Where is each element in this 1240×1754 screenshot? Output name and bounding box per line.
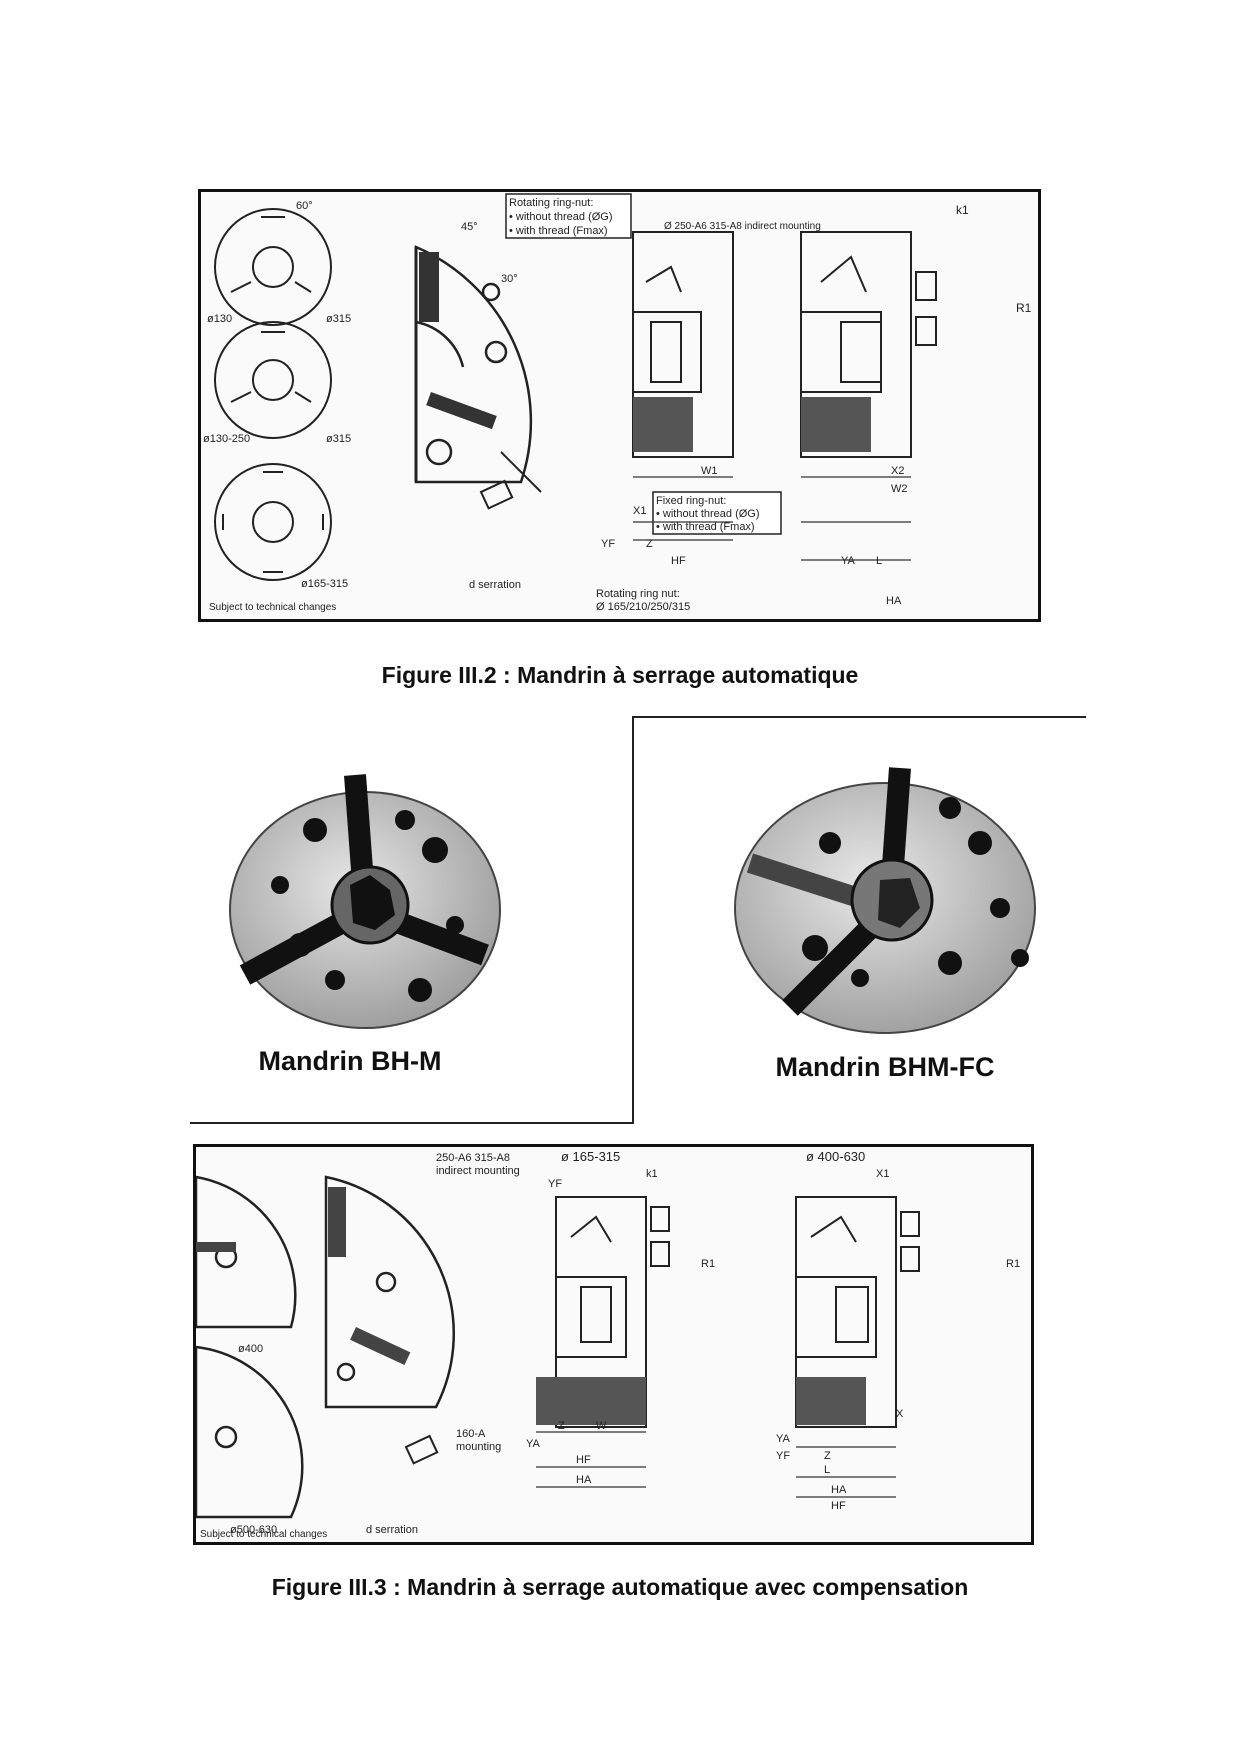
indirect-mounting-note: Ø 250-A6 315-A8 indirect mounting bbox=[664, 221, 821, 232]
dim-d165-315: ø165-315 bbox=[301, 578, 348, 590]
photo-frame-divider bbox=[632, 716, 634, 1124]
dim-d315-a: ø315 bbox=[326, 313, 351, 325]
dim-z: Z bbox=[646, 538, 653, 550]
chuck-bh-m-photo bbox=[205, 745, 515, 1040]
rotating-bottom-sizes: Ø 165/210/250/315 bbox=[596, 601, 690, 613]
fig3-dim-d500-630: ø500-630 bbox=[230, 1524, 277, 1536]
fig3-dim-d400: ø400 bbox=[238, 1343, 263, 1355]
fig3-dim-x: X bbox=[896, 1408, 904, 1420]
fig2-footer-note: Subject to technical changes bbox=[209, 602, 336, 613]
fixed-ring-with: • with thread (Fmax) bbox=[656, 521, 755, 533]
dim-x2: X2 bbox=[891, 465, 904, 477]
angle-60-label: 60° bbox=[296, 200, 313, 212]
fig3-dim-w: W bbox=[596, 1420, 607, 1432]
fig3-mount-word: mounting bbox=[456, 1441, 501, 1453]
figure-3-caption: Figure III.3 : Mandrin à serrage automat… bbox=[271, 1574, 969, 1600]
fig3-footer-note: Subject to technical changes bbox=[200, 1529, 327, 1540]
fig3-dim-ha-b: HA bbox=[831, 1484, 847, 1496]
dim-k1: k1 bbox=[956, 203, 969, 217]
figure-2-svg: Rotating ring-nut: • without thread (ØG)… bbox=[203, 193, 1032, 613]
chuck-bhm-fc-caption: Mandrin BHM-FC bbox=[775, 1052, 995, 1082]
fig3-mount-line2: indirect mounting bbox=[436, 1165, 520, 1177]
figure-3-drawing: 250-A6 315-A8 indirect mounting ø 165-31… bbox=[193, 1144, 1034, 1545]
fig3-dim-ya-b: YA bbox=[776, 1433, 791, 1445]
serration-label: d serration bbox=[469, 579, 521, 591]
fig3-serration-label: d serration bbox=[366, 1524, 418, 1536]
fig3-dim-k1: k1 bbox=[646, 1168, 658, 1180]
fig3-dim-ya-a: YA bbox=[526, 1438, 541, 1450]
fig3-dim-x1: X1 bbox=[876, 1168, 889, 1180]
fig3-dim-hf-b: HF bbox=[831, 1500, 846, 1512]
fig3-dim-z-b: Z bbox=[824, 1450, 831, 1462]
fig3-range-large: ø 400-630 bbox=[806, 1149, 865, 1164]
figure-2-drawing: Rotating ring-nut: • without thread (ØG)… bbox=[198, 189, 1041, 622]
fig3-dim-yf-b: YF bbox=[776, 1450, 790, 1462]
fig3-range-small: ø 165-315 bbox=[561, 1149, 620, 1164]
figure-2-caption: Figure III.2 : Mandrin à serrage automat… bbox=[381, 662, 859, 688]
chuck-bh-m-caption: Mandrin BH-M bbox=[258, 1046, 442, 1076]
fig3-mount-160: 160-A bbox=[456, 1428, 486, 1440]
angle-30-label: 30° bbox=[501, 273, 518, 285]
fig3-dim-r1-b: R1 bbox=[1006, 1258, 1020, 1270]
rotating-bottom-title: Rotating ring nut: bbox=[596, 588, 680, 600]
dim-d315-b: ø315 bbox=[326, 433, 351, 445]
dim-w2: W2 bbox=[891, 483, 908, 495]
dim-d130: ø130 bbox=[207, 313, 232, 325]
photo-frame-top-line bbox=[634, 716, 1086, 718]
fig3-dim-l: L bbox=[824, 1464, 830, 1476]
dim-ya: YA bbox=[841, 555, 856, 567]
dim-l: L bbox=[876, 555, 882, 567]
fig3-dim-yf: YF bbox=[548, 1178, 562, 1190]
dim-x1: X1 bbox=[633, 505, 646, 517]
fixed-ring-title: Fixed ring-nut: bbox=[656, 495, 726, 507]
angle-45-label: 45° bbox=[461, 221, 478, 233]
chuck-bhm-fc-photo bbox=[720, 748, 1050, 1038]
dim-r1: R1 bbox=[1016, 301, 1032, 315]
fig3-dim-ha-a: HA bbox=[576, 1474, 592, 1486]
dim-w1: W1 bbox=[701, 465, 718, 477]
fig3-dim-r1-a: R1 bbox=[701, 1258, 715, 1270]
dim-yf: YF bbox=[601, 538, 615, 550]
dim-d130-250: ø130-250 bbox=[203, 433, 250, 445]
dim-hf: HF bbox=[671, 555, 686, 567]
fig3-mount-line1: 250-A6 315-A8 bbox=[436, 1152, 510, 1164]
figure-3-svg: 250-A6 315-A8 indirect mounting ø 165-31… bbox=[196, 1149, 1020, 1540]
rotating-ring-with: • with thread (Fmax) bbox=[509, 225, 608, 237]
fig3-dim-z: Z bbox=[558, 1420, 565, 1432]
fig3-dim-hf-a: HF bbox=[576, 1454, 591, 1466]
rotating-ring-title: Rotating ring-nut: bbox=[509, 197, 593, 209]
rotating-ring-without: • without thread (ØG) bbox=[509, 211, 613, 223]
fixed-ring-without: • without thread (ØG) bbox=[656, 508, 760, 520]
dim-ha: HA bbox=[886, 595, 902, 607]
photo-frame-bottom-line bbox=[190, 1122, 634, 1124]
